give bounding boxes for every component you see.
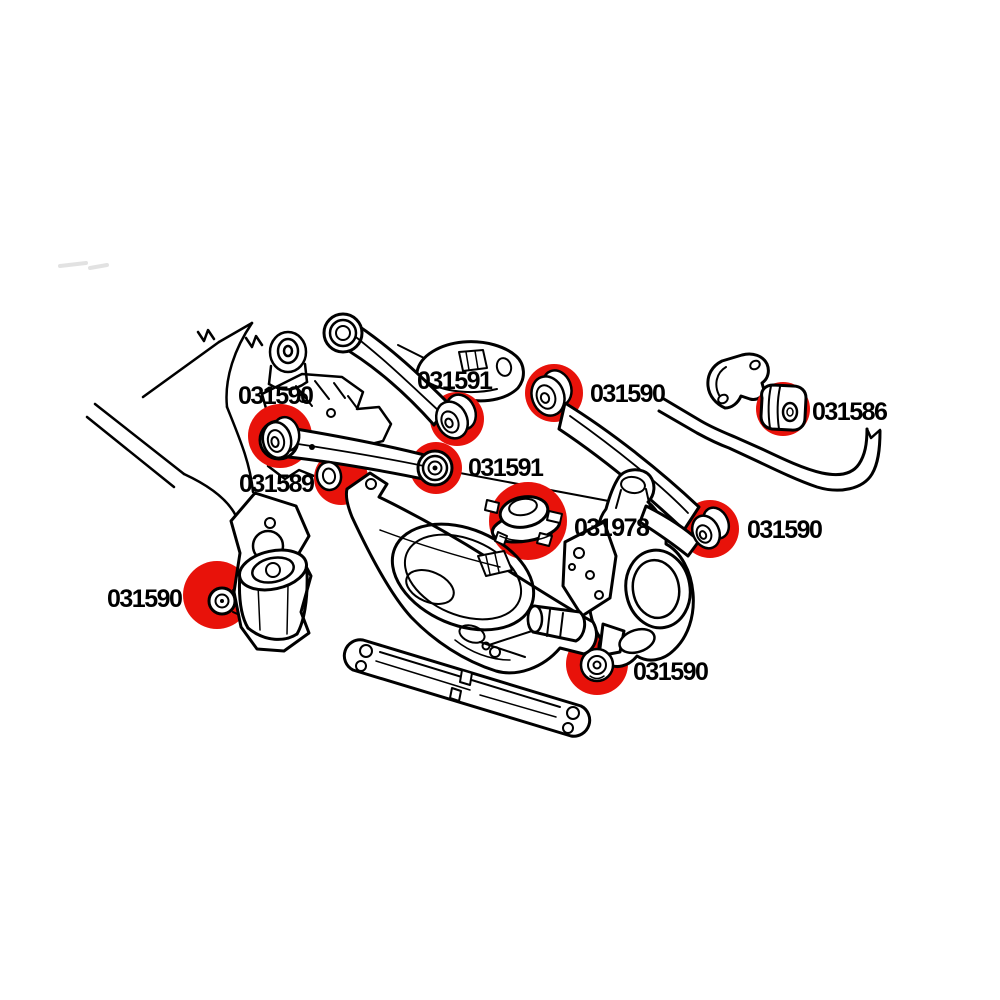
print-smudge xyxy=(58,261,109,270)
subframe-sketch-lines xyxy=(85,321,631,518)
knuckle-lower-bushing xyxy=(579,647,615,683)
part-label-front-upper-arm-outer: 031591 xyxy=(468,454,544,482)
part-label-top-mount: 031978 xyxy=(574,514,650,542)
subframe-mount-tower xyxy=(267,330,309,391)
part-label-toe-arm-outer: 031590 xyxy=(747,516,822,544)
part-labels: 031590 031591 031590 031586 031589 03159… xyxy=(107,367,889,686)
lower-arm-inner-bushing xyxy=(315,460,343,492)
part-label-rear-upper-arm-outer: 031591 xyxy=(417,367,493,395)
part-label-knuckle-bushing: 031590 xyxy=(633,658,708,686)
top-mount xyxy=(484,495,563,547)
subframe-bushing-assembly xyxy=(207,491,313,653)
part-label-front-upper-arm-inner: 031590 xyxy=(238,382,313,410)
shock-bushing-barrel xyxy=(481,604,587,651)
toe-arm xyxy=(530,369,701,532)
part-label-lower-arm-inner: 031589 xyxy=(239,470,314,498)
trailing-rod xyxy=(342,638,592,738)
knuckle xyxy=(561,468,731,683)
front-upper-arm xyxy=(258,415,454,487)
rear-upper-arm xyxy=(322,312,478,440)
part-label-sway-bar-bushing: 031586 xyxy=(812,398,887,426)
spring-seat xyxy=(390,522,536,632)
part-label-subframe-bushing: 031590 xyxy=(107,585,182,613)
knuckle-foot xyxy=(597,622,626,658)
sway-bar xyxy=(657,397,882,492)
sway-bar-clamp-bracket xyxy=(706,352,770,410)
part-label-toe-arm-inner: 031590 xyxy=(590,380,665,408)
sway-bar-bushing-block xyxy=(759,383,808,432)
